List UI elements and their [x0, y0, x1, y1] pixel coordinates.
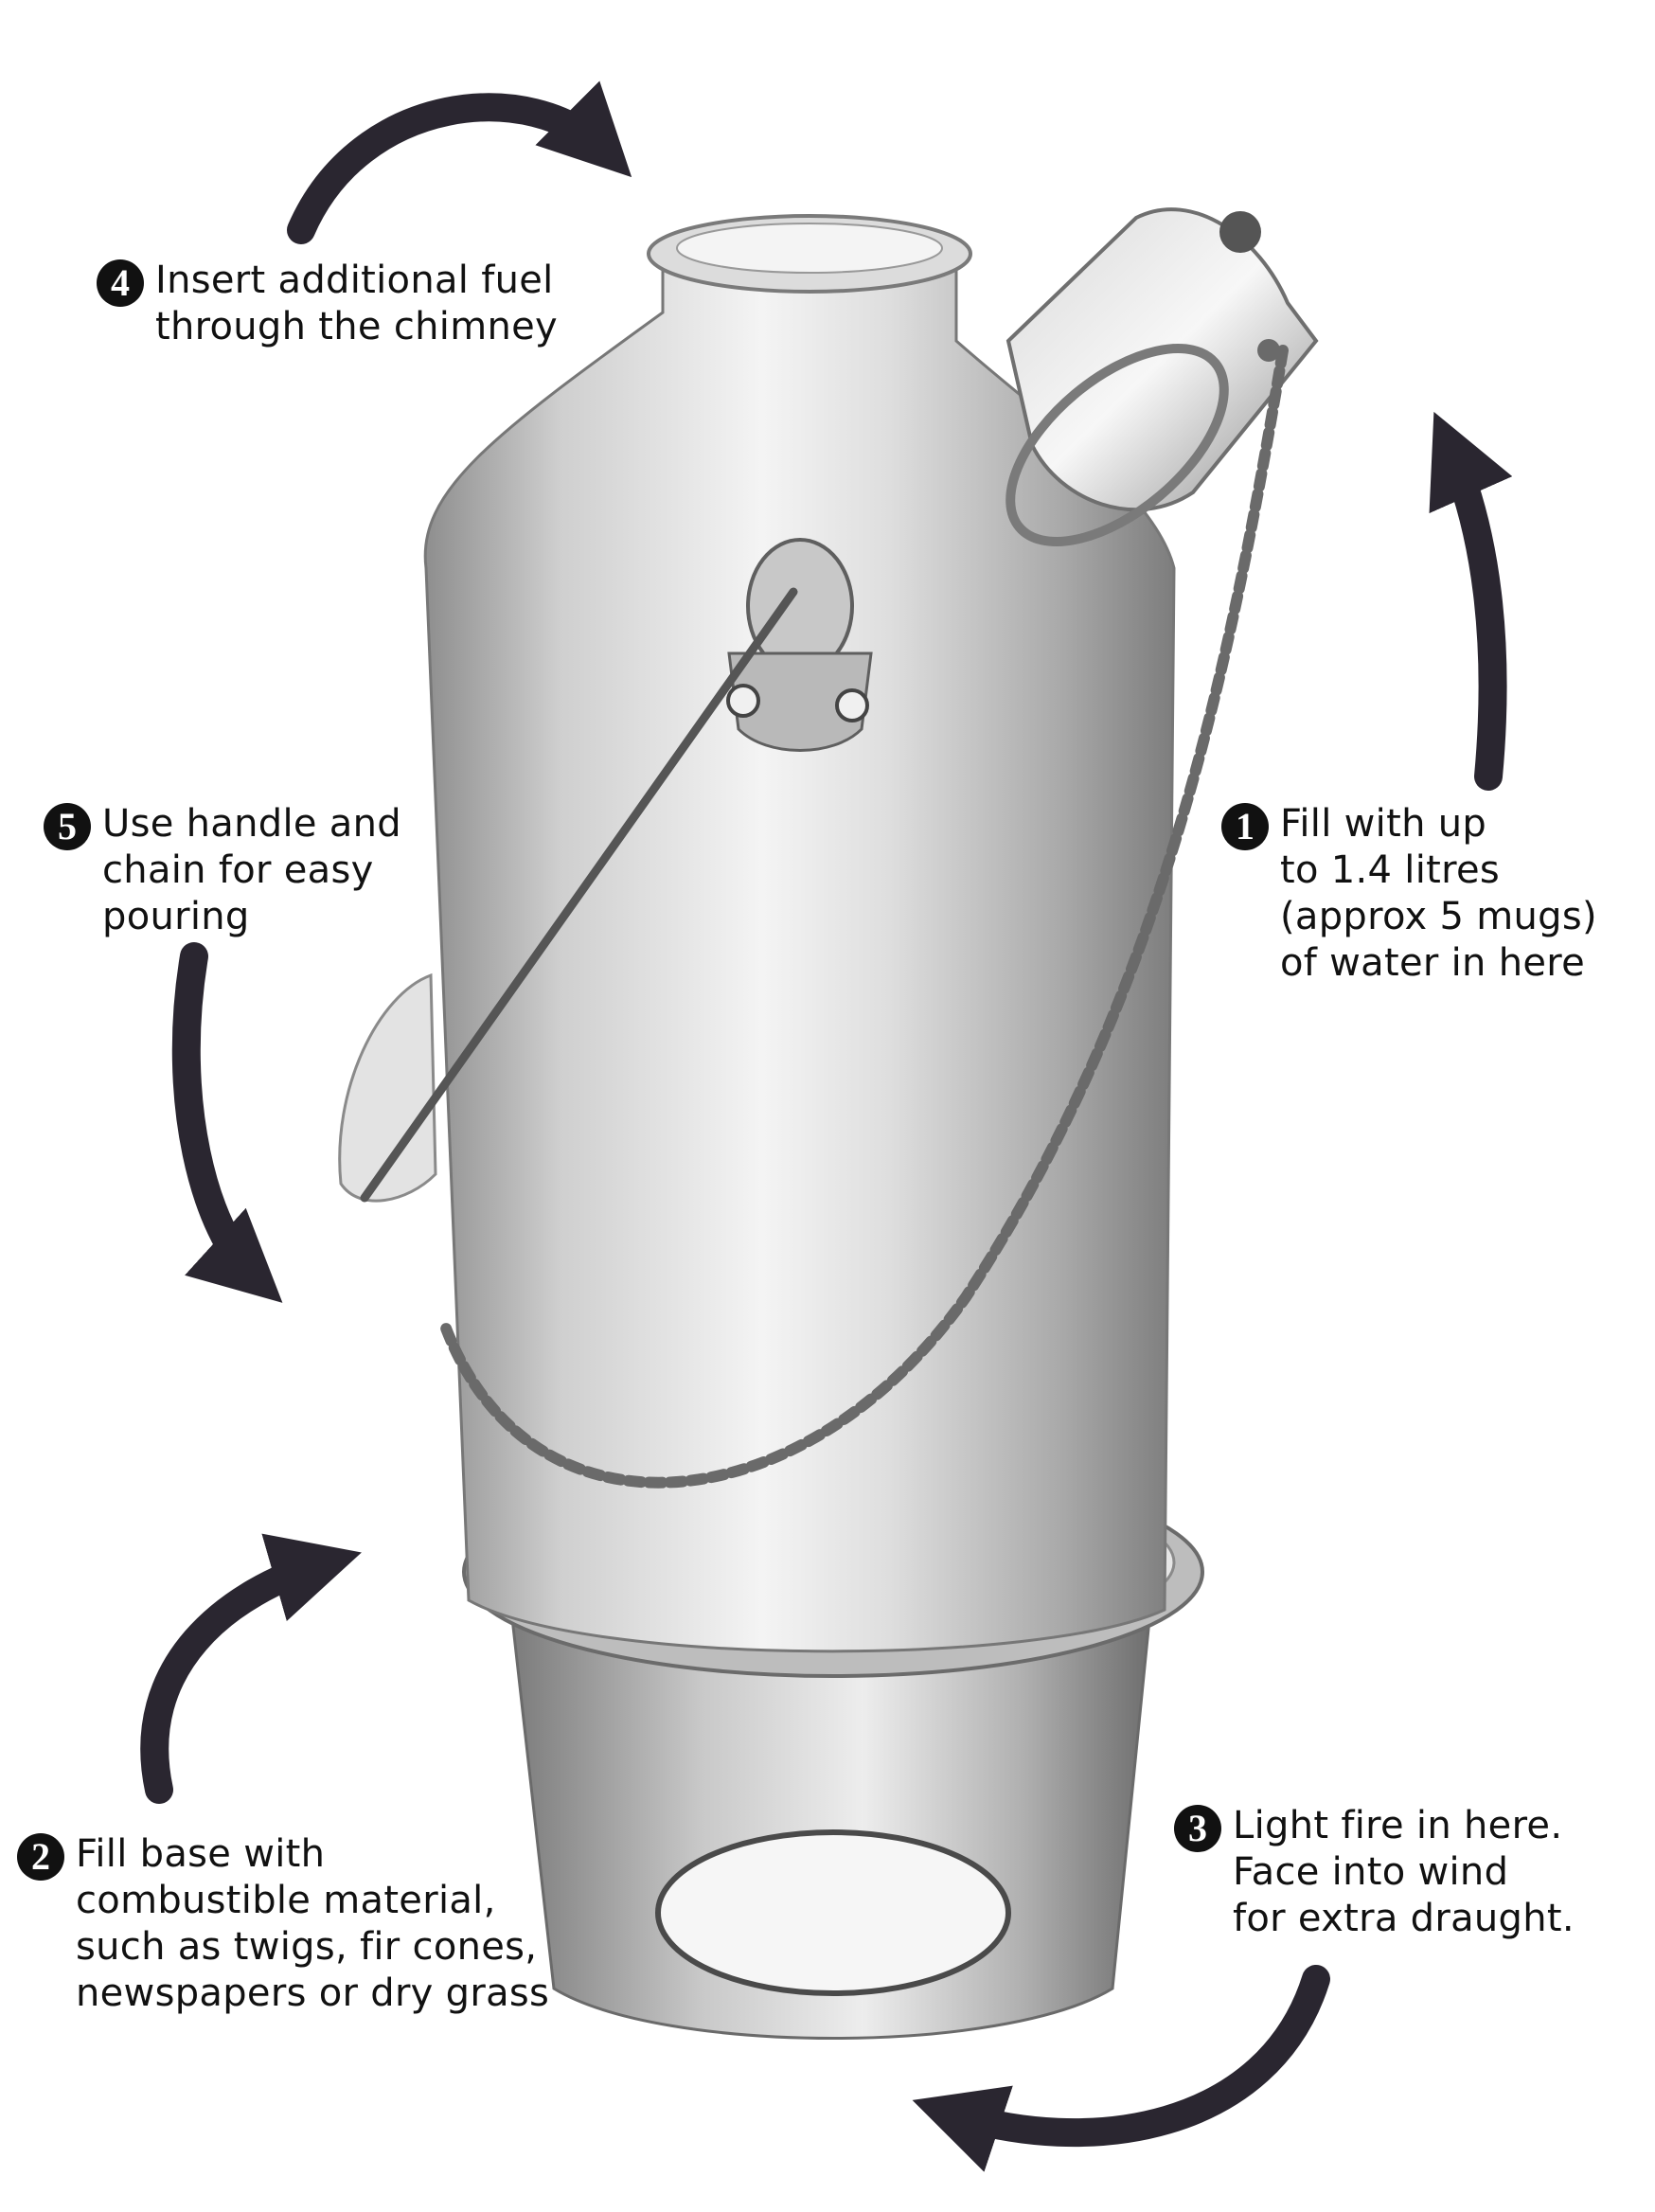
callout-line: for extra draught.: [1233, 1897, 1575, 1940]
callout-line: combustible material,: [76, 1879, 496, 1922]
callout-line: Face into wind: [1233, 1850, 1509, 1894]
callout-line: newspapers or dry grass: [76, 1971, 550, 2015]
callout-text: Use handle and chain for easy pouring: [102, 801, 401, 940]
callout-line: chain for easy: [102, 848, 374, 892]
callout-line: Light fire in here.: [1233, 1804, 1563, 1847]
callout-text: Fill base with combustible material, suc…: [76, 1831, 549, 2017]
callout-line: (approx 5 mugs): [1280, 895, 1597, 938]
step-number-badge: 1: [1221, 803, 1269, 850]
callout-step-2: 2 Fill base with combustible material, s…: [17, 1831, 549, 2017]
callout-line: Fill with up: [1280, 802, 1487, 846]
callout-line: pouring: [102, 895, 250, 938]
callout-text: Insert additional fuel through the chimn…: [155, 258, 558, 350]
callout-line: Fill base with: [76, 1832, 326, 1876]
spout-cap: [1005, 207, 1319, 547]
callout-text: Light fire in here. Face into wind for e…: [1233, 1803, 1575, 1942]
callout-step-3: 3 Light fire in here. Face into wind for…: [1174, 1803, 1575, 1942]
kettle-body: [338, 214, 1176, 1653]
step-number-badge: 4: [97, 259, 144, 307]
callout-line: such as twigs, fir cones,: [76, 1925, 538, 1969]
wire-handle: [360, 587, 798, 1203]
callout-step-4: 4 Insert additional fuel through the chi…: [97, 258, 558, 350]
callout-text: Fill with up to 1.4 litres (approx 5 mug…: [1280, 801, 1597, 987]
callout-step-5: 5 Use handle and chain for easy pouring: [44, 801, 401, 940]
handle-bracket: [726, 538, 873, 752]
chain: [439, 345, 1289, 1489]
callout-line: to 1.4 litres: [1280, 848, 1501, 892]
step-number-badge: 3: [1174, 1805, 1221, 1852]
callout-step-1: 1 Fill with up to 1.4 litres (approx 5 m…: [1221, 801, 1597, 987]
callout-line: Insert additional fuel: [155, 259, 554, 302]
step-number-badge: 2: [17, 1833, 64, 1881]
step-number-badge: 5: [44, 803, 91, 850]
callout-line: Use handle and: [102, 802, 401, 846]
callout-line: through the chimney: [155, 305, 558, 348]
curved-arrow-icon: [140, 80, 1513, 2172]
callout-line: of water in here: [1280, 941, 1586, 985]
